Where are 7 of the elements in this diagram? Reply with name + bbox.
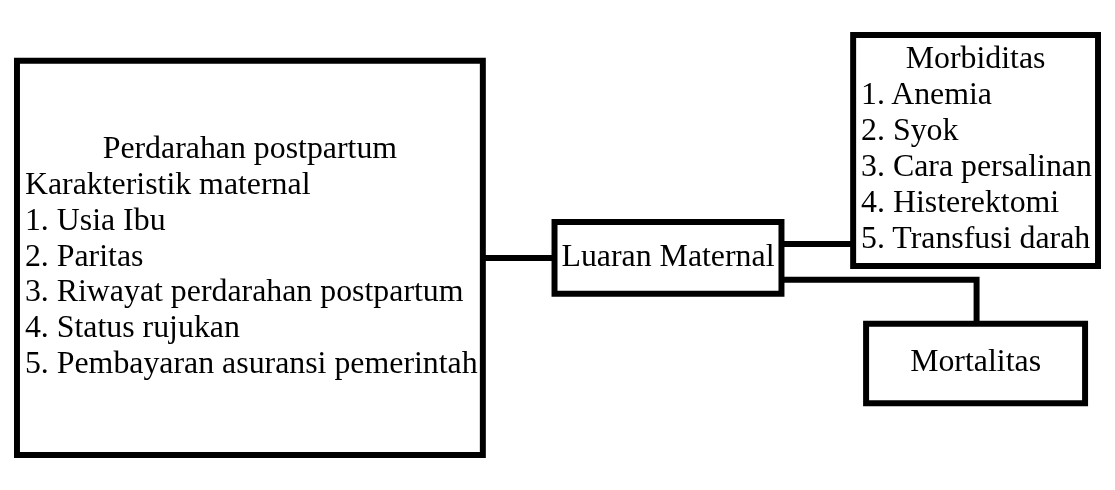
- connector: [782, 276, 980, 324]
- node-box: Luaran Maternal: [551, 219, 785, 297]
- node-box: Mortalitas: [863, 320, 1089, 407]
- node-box: Perdarahan postpartum Karakteristik maternal 1. Usia Ibu 2. Paritas 3. Riwayat perdarahan postpartum 4. Status rujukan 5. Pembayaran asuransi pemerintah: [14, 57, 486, 459]
- connector: [483, 254, 555, 261]
- connector: [781, 241, 854, 247]
- node-box: Morbiditas 1. Anemia 2. Syok 3. Cara persalinan 4. Histerektomi 5. Transfusi darah: [850, 31, 1101, 269]
